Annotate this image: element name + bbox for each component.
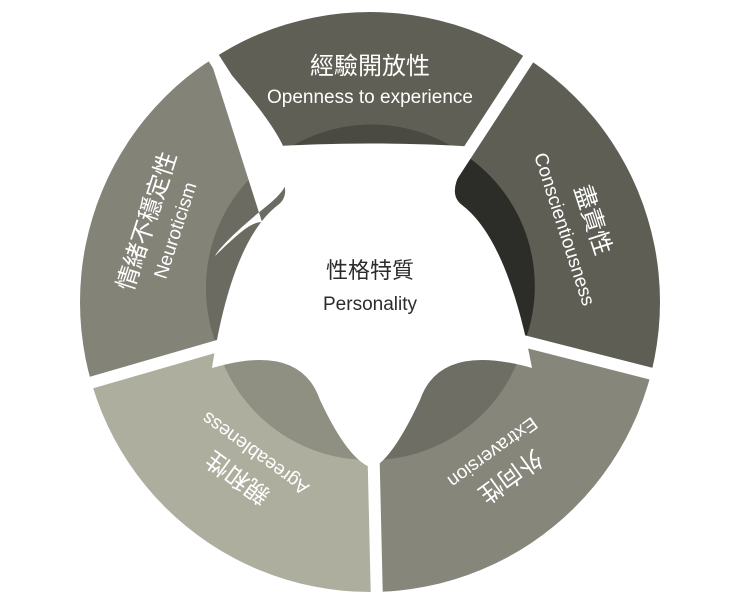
center-title-zh: 性格特質 — [326, 258, 414, 283]
openness-label-zh: 經驗開放性 — [310, 53, 430, 80]
openness-label-en: Openness to experience — [267, 87, 473, 108]
center-star — [206, 46, 290, 256]
center-star-shape — [212, 143, 532, 468]
center-title-en: Personality — [323, 294, 417, 315]
